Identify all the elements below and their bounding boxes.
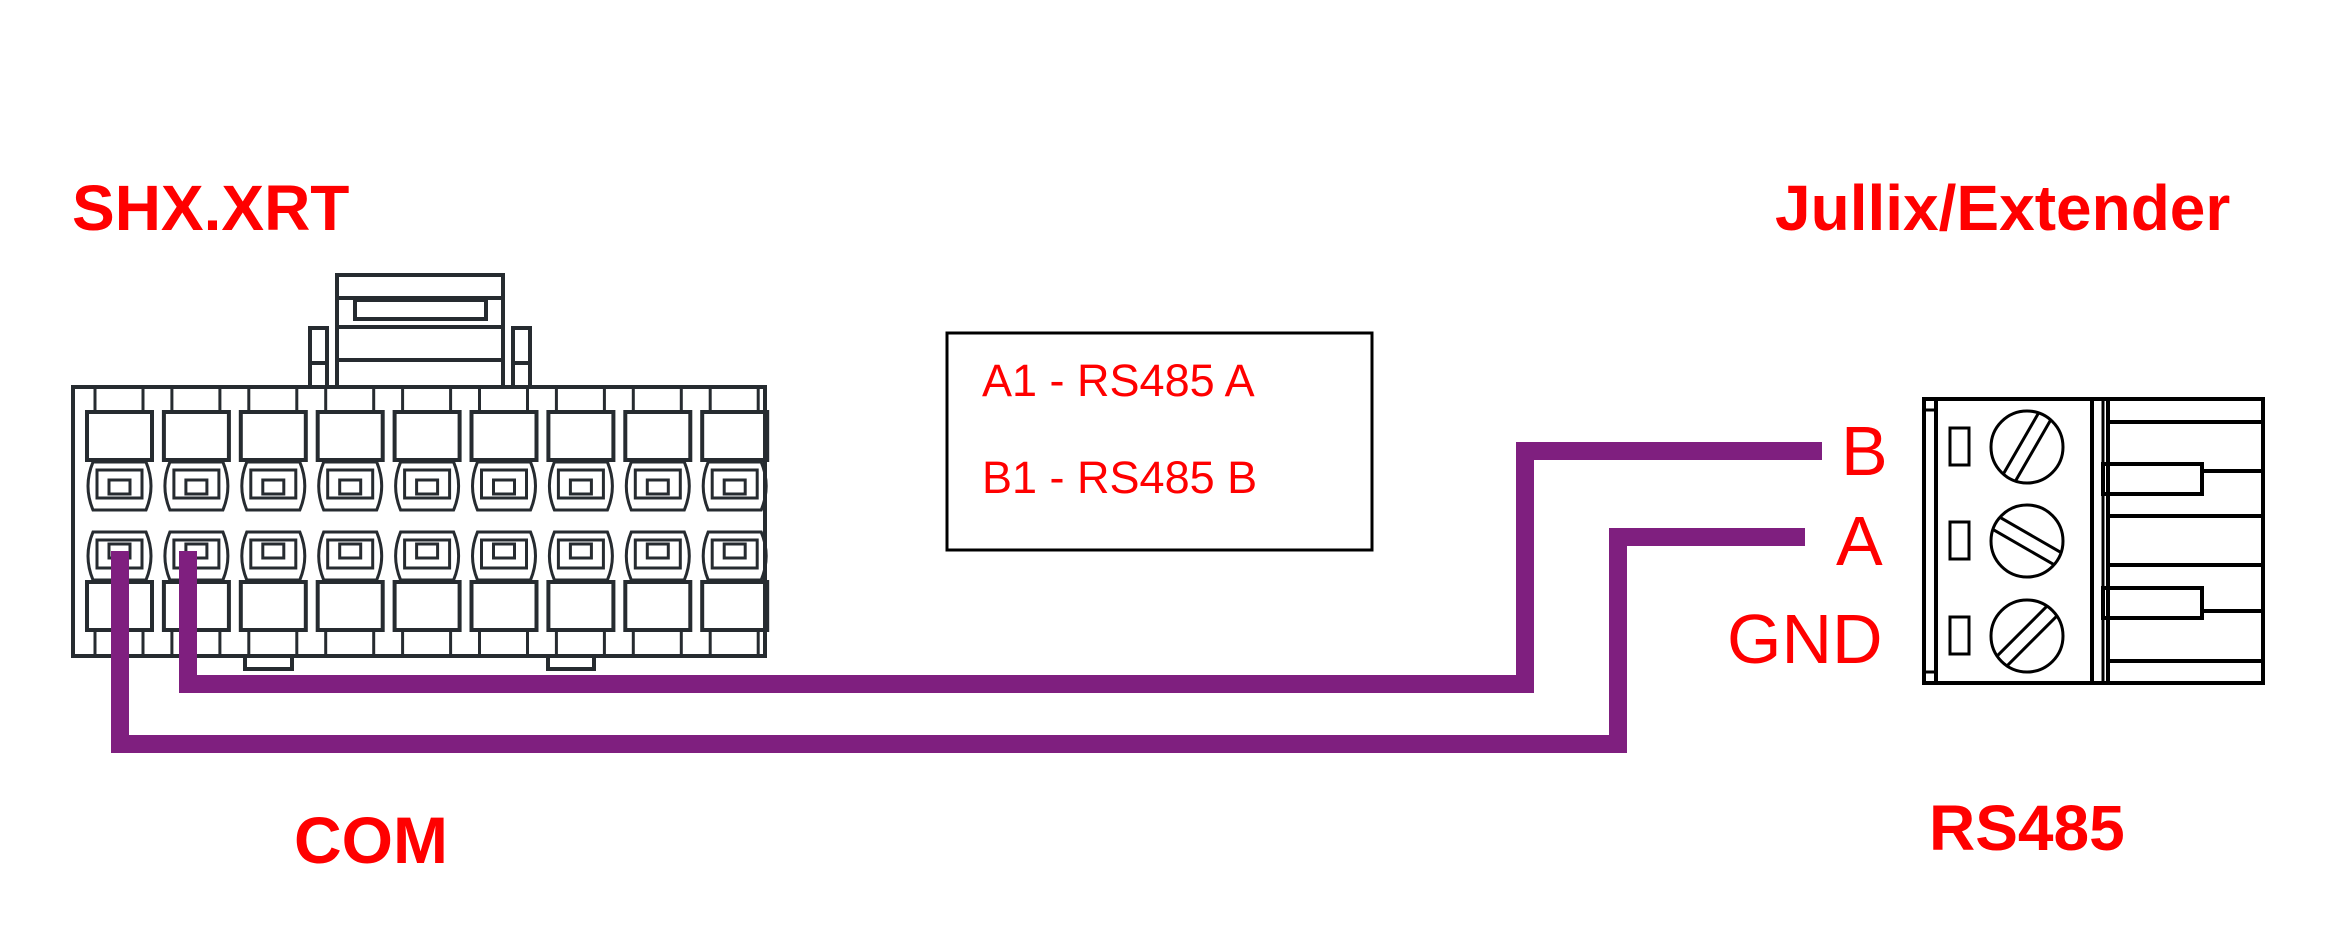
pin-socket-upper xyxy=(624,460,691,512)
terminal-label-gnd: GND xyxy=(1727,600,1883,678)
pin-contact xyxy=(556,538,605,570)
pin-contact xyxy=(95,468,144,500)
pin-contact xyxy=(184,478,209,496)
device-title-left: SHX.XRT xyxy=(72,172,349,244)
screw-slot xyxy=(1999,515,2062,554)
terminal-wire-entry xyxy=(1948,615,1971,656)
pin-contact xyxy=(480,538,528,570)
pin-contact xyxy=(415,478,440,496)
terminal-wire-entry xyxy=(1948,426,1971,467)
wire-a1-to-a xyxy=(111,528,1805,753)
pin-contact xyxy=(633,538,682,570)
pin-socket-upper xyxy=(163,460,230,512)
device-title-right: Jullix/Extender xyxy=(1775,172,2230,244)
pin-contact xyxy=(249,468,298,500)
pin-socket-upper xyxy=(317,460,384,512)
pin-contact xyxy=(403,468,452,500)
pin-contact xyxy=(326,538,375,570)
port-caption-com: COM xyxy=(294,803,448,877)
connector-body xyxy=(71,385,767,658)
shx-xrt-connector xyxy=(71,273,770,671)
screw-slot xyxy=(2014,419,2053,482)
pin-contact xyxy=(107,478,132,496)
screw-head-icon xyxy=(1989,503,2065,579)
pin-bottom-box xyxy=(315,580,385,632)
rs485-terminal-block xyxy=(1922,397,2265,685)
terminal-gnd-screw xyxy=(1948,598,2065,674)
pin-top-box xyxy=(315,410,385,462)
connector-latch xyxy=(308,273,532,389)
terminal-pin-tab xyxy=(2101,462,2204,496)
pin-socket-upper xyxy=(394,460,461,512)
pin-top-box xyxy=(546,410,616,462)
screw-head-icon xyxy=(1989,598,2065,674)
pin-contact xyxy=(249,538,298,570)
connector-tab xyxy=(546,654,596,671)
terminal-pin-tab xyxy=(2101,586,2204,620)
pin-contact xyxy=(172,468,221,500)
pin-bottom-box xyxy=(700,580,770,632)
pin-socket-upper xyxy=(86,460,153,512)
pin-contact xyxy=(633,468,682,500)
terminal-wire-entry xyxy=(1948,520,1971,561)
terminal-a-screw xyxy=(1948,503,2065,579)
pin-contact xyxy=(326,468,375,500)
pin-contact xyxy=(556,468,605,500)
pin-contact xyxy=(261,478,286,496)
pin-top-box xyxy=(469,410,539,462)
pin-contact xyxy=(722,478,747,496)
screw-slot xyxy=(1992,528,2055,567)
pin-top-box xyxy=(623,410,693,462)
pin-contact xyxy=(645,542,670,560)
pin-contact xyxy=(415,542,440,560)
pin-contact xyxy=(568,542,593,560)
screw-slot xyxy=(2005,614,2058,667)
wires xyxy=(111,442,1822,753)
pin-contact xyxy=(568,478,593,496)
pin-bottom-box xyxy=(238,580,308,632)
pin-contact xyxy=(403,538,452,570)
terminal-label-b: B xyxy=(1841,412,1888,490)
connector-tab xyxy=(243,654,294,671)
terminal-b-screw xyxy=(1948,409,2065,485)
pin-contact xyxy=(480,468,528,500)
pin-socket-upper xyxy=(547,460,614,512)
pin-top-box xyxy=(392,410,462,462)
pin-contact xyxy=(338,542,363,560)
pin-contact xyxy=(722,542,747,560)
pin-top-box xyxy=(85,410,154,462)
pin-bottom-box xyxy=(392,580,462,632)
pin-bottom-box xyxy=(546,580,616,632)
pin-socket-upper xyxy=(471,460,537,512)
legend-box: A1 - RS485 A B1 - RS485 B xyxy=(945,331,1374,552)
pin-contact xyxy=(645,478,670,496)
pin-contact xyxy=(261,542,286,560)
pin-socket-upper xyxy=(701,460,768,512)
screw-slot xyxy=(1996,605,2049,658)
screw-slot xyxy=(2001,412,2040,475)
pin-bottom-box xyxy=(623,580,693,632)
pin-top-box xyxy=(238,410,308,462)
legend-line-a1: A1 - RS485 A xyxy=(982,355,1255,406)
wire-b1-to-b xyxy=(179,442,1822,693)
pin-contact xyxy=(710,468,759,500)
pin-top-box xyxy=(700,410,770,462)
screw-head-icon xyxy=(1989,409,2065,485)
pin-contact xyxy=(710,538,759,570)
pin-grid xyxy=(85,387,770,656)
pin-contact xyxy=(338,478,363,496)
pin-contact xyxy=(492,478,516,496)
pin-top-box xyxy=(161,410,231,462)
legend-frame xyxy=(945,331,1374,552)
legend-line-b1: B1 - RS485 B xyxy=(982,452,1257,503)
pin-socket-upper xyxy=(240,460,307,512)
port-caption-rs485: RS485 xyxy=(1929,792,2125,864)
pin-bottom-box xyxy=(469,580,539,632)
pin-contact xyxy=(492,542,516,560)
terminal-label-a: A xyxy=(1836,502,1883,580)
